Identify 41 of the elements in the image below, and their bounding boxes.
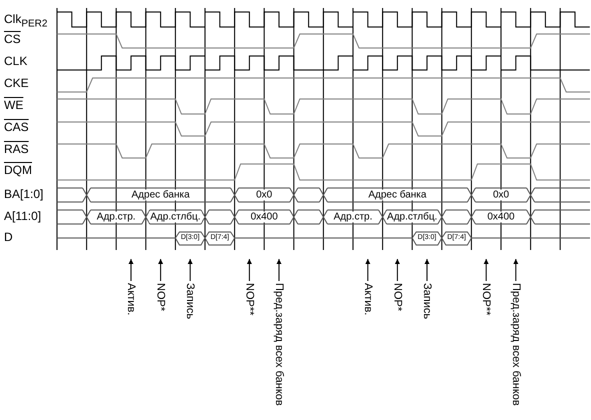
command-label: Актив. [125, 283, 137, 316]
bus-value: 0x0 [492, 190, 510, 200]
signal-name: CLK [4, 54, 28, 68]
bus-value: Адрес банка [367, 190, 428, 200]
leader-arrow [484, 258, 489, 282]
signal-name: D [4, 230, 13, 244]
leader-arrow [158, 258, 164, 282]
leader-arrow [246, 258, 252, 282]
bus-value: Адр.стр. [332, 212, 374, 222]
leader-arrow [188, 258, 193, 282]
leader-arrow [424, 258, 430, 282]
bus-value: Адр.стлбц. [149, 212, 202, 222]
command-label: Пред.заряд всех банков [510, 283, 522, 406]
bus-value: Адрес банка [130, 190, 191, 200]
command-label: Запись [421, 283, 433, 320]
bus-value: 0x400 [250, 212, 279, 222]
signal-name: BA[1:0] [4, 187, 44, 201]
signal-name: CS [4, 32, 21, 46]
command-label: NOP** [480, 283, 492, 316]
command-label: NOP* [154, 283, 167, 312]
signal-name: DQM [4, 163, 32, 177]
leader-arrow [394, 258, 400, 282]
signal-name: CAS [4, 120, 29, 134]
signal-name: CKE [4, 76, 29, 90]
command-label: NOP* [391, 283, 404, 312]
leader-arrow [128, 258, 134, 282]
signal-name: Clk$_{PER2}$ [4, 12, 48, 32]
command-label: Актив. [362, 283, 374, 316]
signal-name: RAS [4, 142, 29, 156]
bus-value: Адр.стлбц. [386, 212, 438, 222]
signal-name: WE [4, 98, 24, 112]
command-label: NOP** [243, 283, 256, 316]
signal-name: A[11:0] [4, 209, 42, 223]
bus-value: Адр.стр. [96, 212, 137, 222]
leader-arrow [513, 258, 518, 282]
leader-arrow [365, 258, 370, 282]
bus-value: 0x0 [255, 190, 274, 200]
leader-arrow [276, 258, 282, 282]
command-label: Пред.заряд всех банков [273, 283, 285, 406]
command-label: Запись [184, 283, 196, 320]
bus-value: 0x400 [486, 212, 516, 222]
